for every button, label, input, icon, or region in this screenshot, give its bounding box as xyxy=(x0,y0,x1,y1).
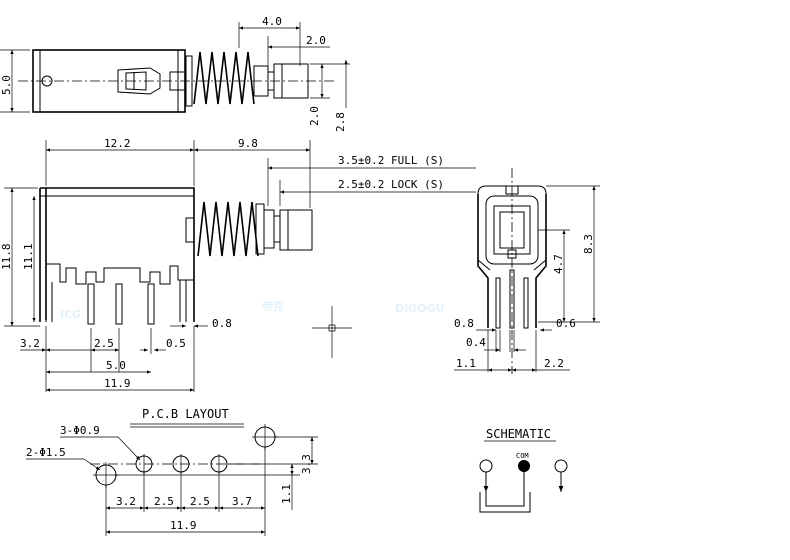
schematic-com-label: COM xyxy=(516,452,529,460)
top-spring xyxy=(185,51,255,107)
top-dim-4-0: 4.0 xyxy=(262,15,282,28)
pcb-dim-3-3: 3.3 xyxy=(300,454,313,474)
lock-stroke-note: 2.5±0.2 LOCK (S) xyxy=(338,178,444,191)
end-dim-0-8: 0.8 xyxy=(454,317,474,330)
watermark-chinese: 帝克 xyxy=(262,299,284,313)
pcb-dim-1-1: 1.1 xyxy=(280,484,293,504)
watermark: ICG 帝克 DIGOGU xyxy=(60,299,445,321)
side-dim-0-5: 0.5 xyxy=(166,337,186,350)
pcb-dim-11-9: 11.9 xyxy=(170,519,197,532)
pcb-layout: P.C.B LAYOUT 3-Φ0.9 2-Φ1.5 3.3 1.1 xyxy=(26,407,318,536)
end-dim-4-7: 4.7 xyxy=(552,254,565,274)
schematic-contact-bar xyxy=(479,492,531,513)
side-dim-2-5: 2.5 xyxy=(94,337,114,350)
pcb-hole-small-label: 3-Φ0.9 xyxy=(60,424,100,437)
pcb-dim-3-2: 3.2 xyxy=(116,495,136,508)
top-dim-5-0: 5.0 xyxy=(0,75,13,95)
top-view: 4.0 2.0 5.0 2.0 2.8 xyxy=(0,15,350,132)
origin-crosshair xyxy=(312,306,352,358)
side-dim-12-2: 12.2 xyxy=(104,137,131,150)
watermark-logo: ICG xyxy=(60,308,81,321)
pcb-dim-2-5b: 2.5 xyxy=(190,495,210,508)
end-dim-2-2: 2.2 xyxy=(544,357,564,370)
side-dim-11-1: 11.1 xyxy=(22,244,35,271)
side-spring xyxy=(185,201,265,257)
top-dim-2-8: 2.8 xyxy=(334,112,347,132)
pcb-dim-3-7: 3.7 xyxy=(232,495,252,508)
top-dim-2-0-side: 2.0 xyxy=(308,106,321,126)
end-dim-0-6: 0.6 xyxy=(556,317,576,330)
schematic-terminal-right xyxy=(554,459,568,473)
side-view: 12.2 9.8 3.5±0.2 FULL (S) 2.5±0.2 LOCK (… xyxy=(0,137,476,392)
full-stroke-note: 3.5±0.2 FULL (S) xyxy=(338,154,444,167)
side-dim-5-0: 5.0 xyxy=(106,359,126,372)
end-dim-1-1: 1.1 xyxy=(456,357,476,370)
watermark-latin: DIGOGU xyxy=(395,302,445,315)
pcb-dim-2-5a: 2.5 xyxy=(154,495,174,508)
end-dim-0-4: 0.4 xyxy=(466,336,486,349)
side-dim-11-9: 11.9 xyxy=(104,377,131,390)
side-dim-3-2: 3.2 xyxy=(20,337,40,350)
pcb-layout-title: P.C.B LAYOUT xyxy=(142,407,229,421)
pcb-hole-large-label: 2-Φ1.5 xyxy=(26,446,66,459)
schematic-title: SCHEMATIC xyxy=(486,427,551,441)
end-view: 8.3 4.7 0.8 0.6 0.4 1.1 2.2 xyxy=(454,168,600,374)
schematic-terminal-left xyxy=(479,459,493,473)
schematic-terminal-com xyxy=(518,460,530,472)
top-dim-2-0-top: 2.0 xyxy=(306,34,326,47)
side-dim-9-8: 9.8 xyxy=(238,137,258,150)
side-dim-11-8: 11.8 xyxy=(0,244,13,271)
side-dim-0-8: 0.8 xyxy=(212,317,232,330)
schematic: SCHEMATIC COM xyxy=(479,427,568,513)
end-dim-8-3: 8.3 xyxy=(582,234,595,254)
